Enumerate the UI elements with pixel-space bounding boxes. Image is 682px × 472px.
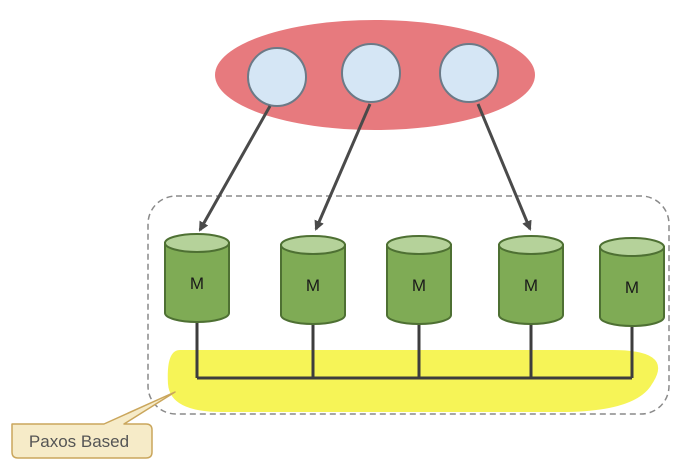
master-node: M	[164, 233, 230, 323]
master-label: M	[306, 276, 320, 295]
client-to-master-arrow	[314, 103, 372, 231]
master-label: M	[190, 274, 204, 293]
callout-label: Paxos Based	[29, 432, 129, 451]
cluster-boundary	[147, 195, 670, 415]
master-label: M	[412, 276, 426, 295]
master-node: M	[386, 235, 452, 325]
master-label: M	[625, 278, 639, 297]
client-node	[439, 43, 499, 103]
client-to-master-arrow	[476, 103, 532, 231]
master-label: M	[524, 276, 538, 295]
master-node: M	[498, 235, 564, 325]
paxos-callout: Paxos Based	[11, 391, 176, 459]
master-node: M	[280, 235, 346, 325]
client-node	[341, 43, 401, 103]
client-node	[247, 47, 307, 107]
consensus-band	[167, 350, 659, 412]
master-node: M	[599, 237, 665, 327]
client-to-master-arrow	[198, 105, 272, 232]
